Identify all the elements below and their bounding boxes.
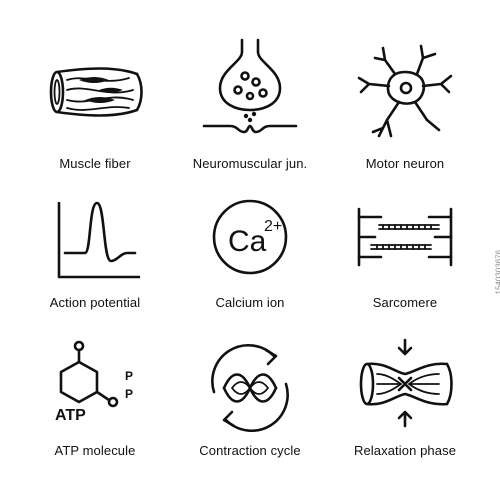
label-muscle-fiber: Muscle fiber (59, 156, 131, 171)
label-relaxation-phase: Relaxation phase (353, 443, 457, 458)
icon-tile-relaxation-phase: Relaxation phase (325, 338, 485, 490)
relaxation-phase-icon (359, 338, 453, 428)
label-contraction-cycle: Contraction cycle (199, 443, 301, 458)
icon-tile-contraction-cycle: Contraction cycle (170, 340, 330, 490)
calcium-charge: 2+ (264, 218, 282, 235)
icon-tile-sarcomere: Sarcomere (325, 195, 485, 345)
stock-id-watermark: 1540303676 (494, 250, 500, 295)
label-calcium-ion: Calcium ion (215, 295, 285, 310)
label-motor-neuron: Motor neuron (365, 156, 445, 171)
calcium-ion-icon: Ca 2+ (212, 199, 288, 275)
icon-tile-calcium-ion: Ca 2+ Calcium ion (170, 195, 330, 345)
motor-neuron-icon (357, 44, 453, 138)
label-sarcomere: Sarcomere (372, 295, 438, 310)
atp-text: ATP (55, 407, 86, 424)
contraction-cycle-icon (211, 343, 289, 433)
action-potential-icon (57, 201, 141, 279)
muscle-fiber-icon (49, 67, 143, 117)
calcium-symbol: Ca (228, 225, 267, 258)
icon-tile-neuromuscular-junction: Neuromuscular jun. (170, 38, 330, 190)
icon-tile-action-potential: Action potential (15, 195, 175, 345)
label-neuromuscular-junction: Neuromuscular jun. (192, 156, 308, 171)
atp-molecule-icon: ATP P P (55, 340, 133, 424)
atp-phosphate-1: P (125, 369, 133, 383)
icon-tile-muscle-fiber: Muscle fiber (15, 40, 175, 190)
icon-tile-atp-molecule: ATP P P ATP molecule (15, 340, 175, 490)
label-atp-molecule: ATP molecule (54, 443, 136, 458)
sarcomere-icon (357, 207, 453, 267)
label-action-potential: Action potential (49, 295, 141, 310)
icon-tile-motor-neuron: Motor neuron (325, 40, 485, 190)
neuromuscular-junction-icon (202, 38, 298, 134)
atp-phosphate-2: P (125, 387, 133, 401)
